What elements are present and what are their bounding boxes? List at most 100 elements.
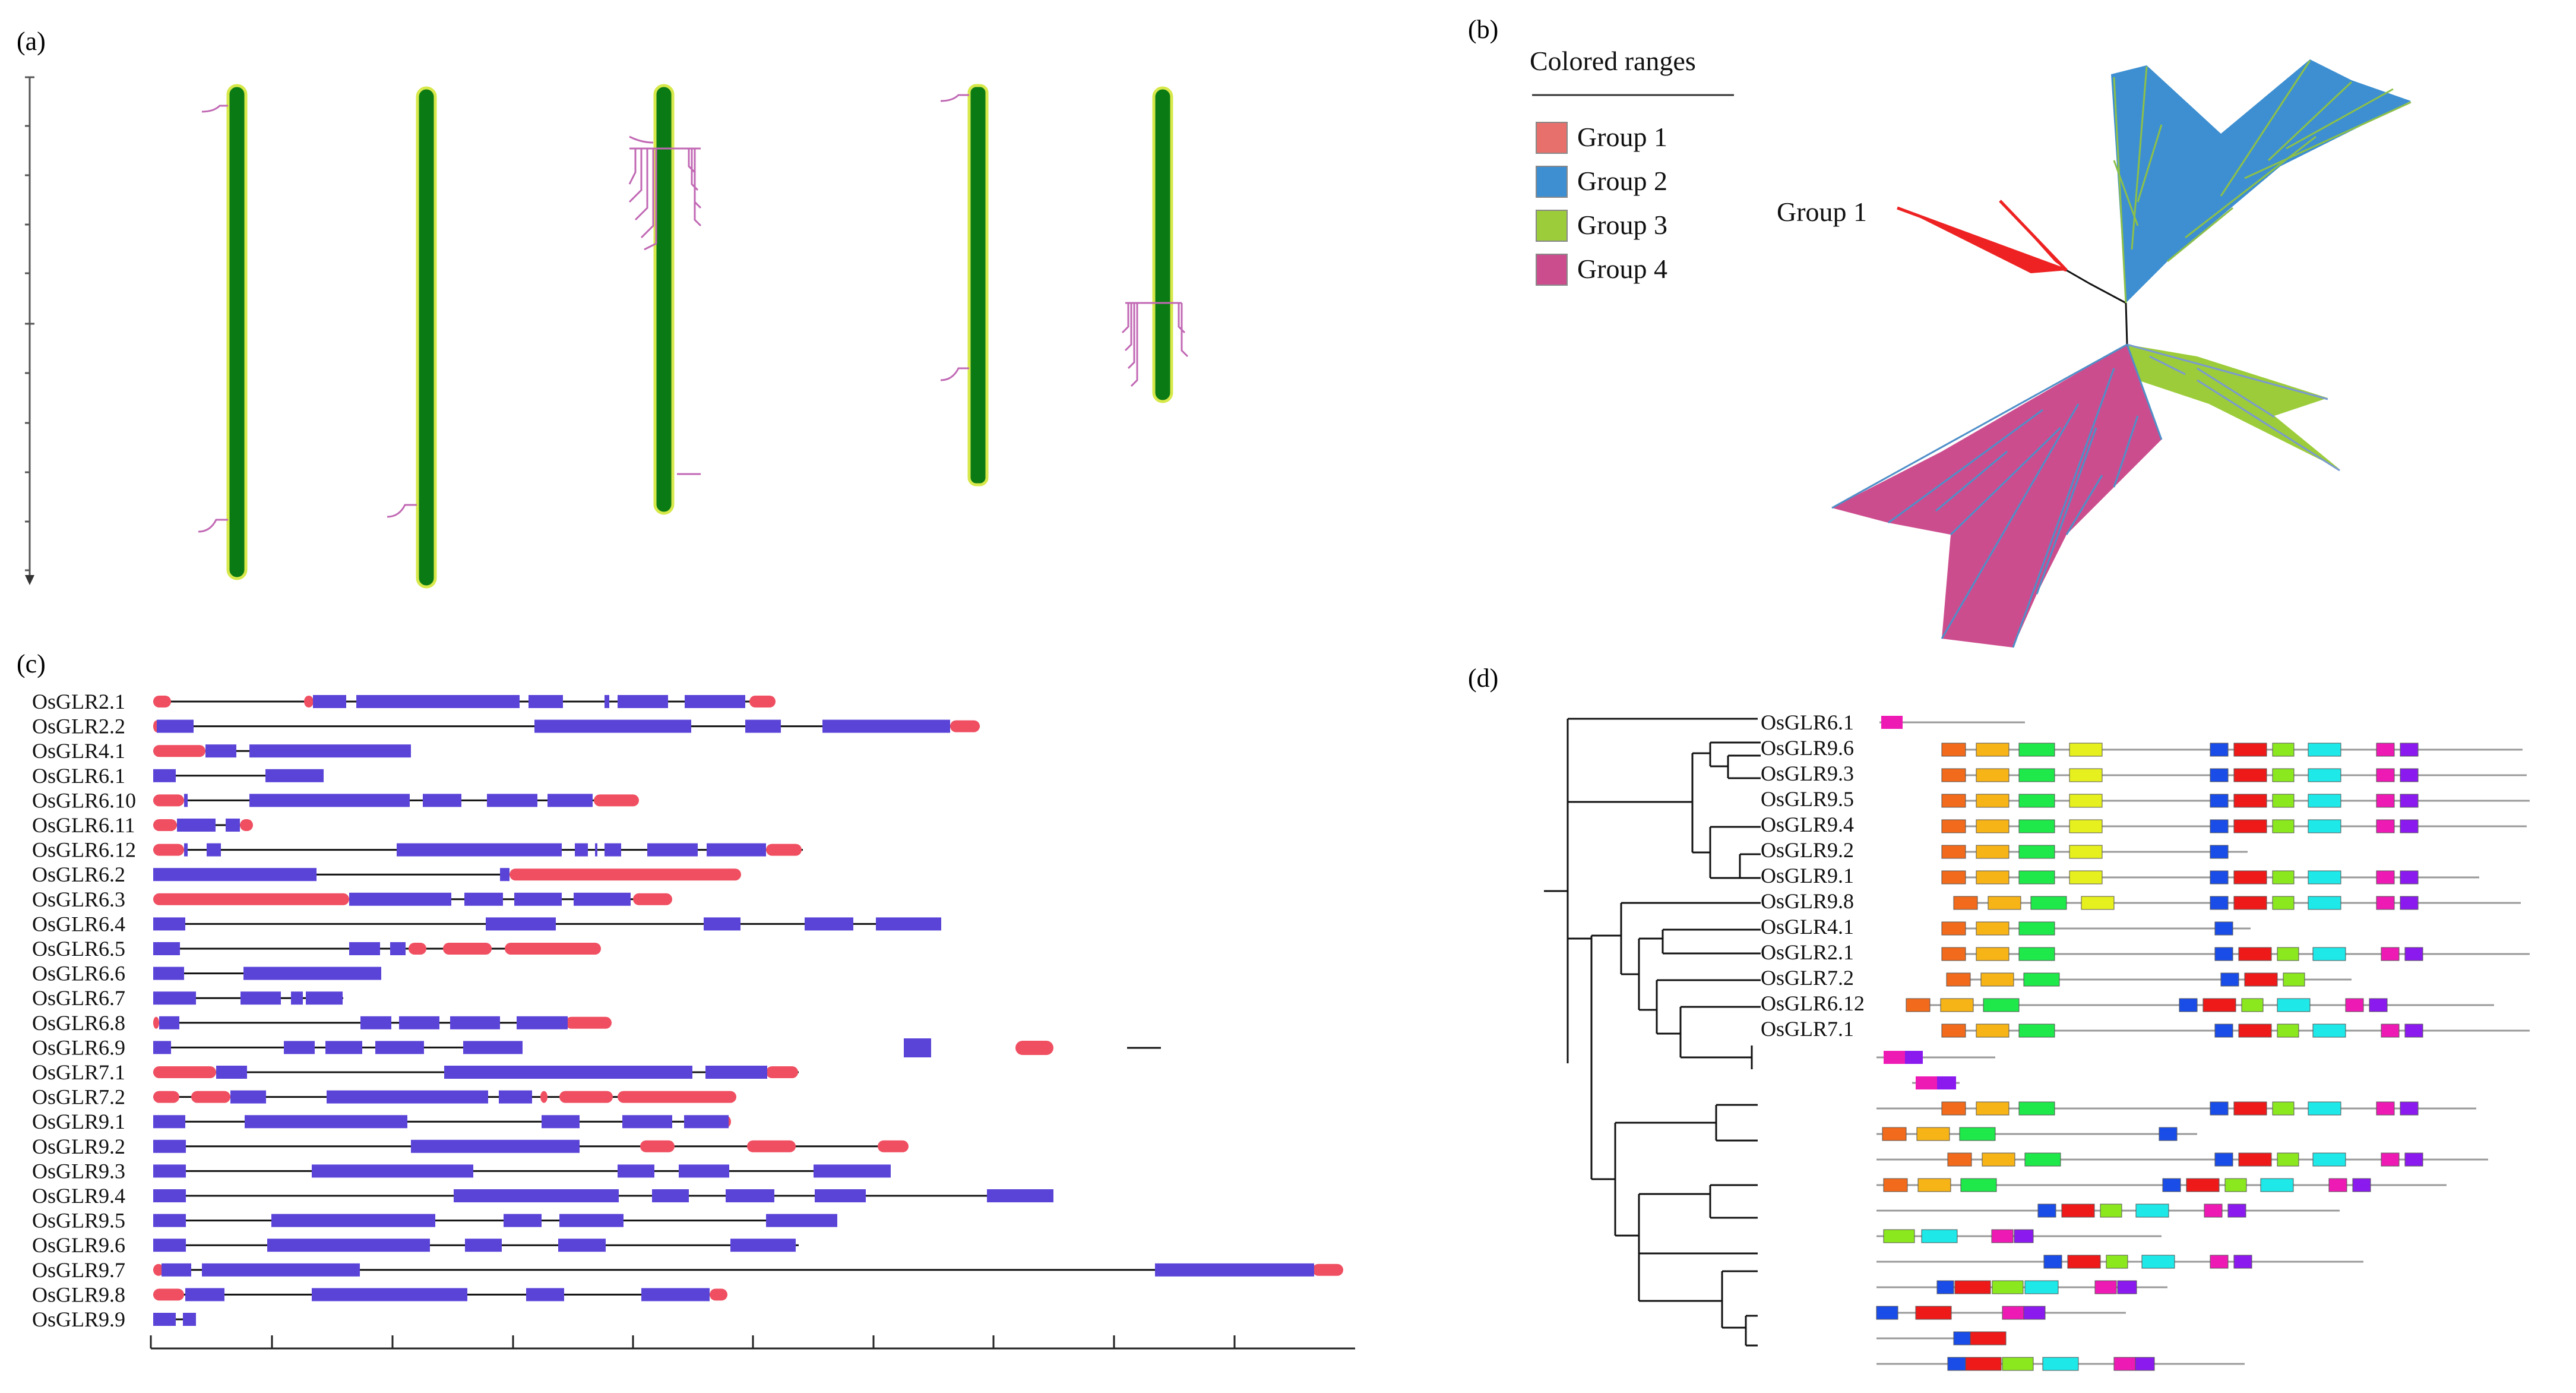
- exon-block: [207, 843, 221, 857]
- motif-box: [1941, 845, 1966, 859]
- motif-box: [2376, 870, 2395, 885]
- motif-box: [2186, 1178, 2220, 1192]
- exon-block: [464, 892, 503, 906]
- motif-box: [2400, 794, 2419, 808]
- exon-block: [356, 695, 520, 708]
- panel-label-d: (d): [1468, 664, 1498, 693]
- exon-block: [153, 1041, 171, 1054]
- chromosome-bar: [1152, 86, 1173, 403]
- unrooted-tree: [1831, 59, 2412, 648]
- exon-block: [704, 917, 740, 931]
- exon-block: [397, 843, 562, 857]
- exon-block: [360, 1016, 391, 1029]
- motif-box: [1941, 743, 1966, 757]
- utr-block: [509, 868, 741, 881]
- motif-box: [2042, 1357, 2079, 1371]
- exon-block: [542, 1115, 580, 1129]
- motif-box: [2233, 896, 2267, 910]
- motif-box: [1941, 768, 1966, 782]
- motif-box: [2376, 1101, 2395, 1116]
- motif-gene-label: OsGLR9.3: [1761, 762, 1854, 785]
- exon-block: [487, 794, 537, 807]
- motif-box: [2023, 972, 2060, 987]
- motif-box: [1883, 1229, 1915, 1243]
- motif-box: [1883, 1178, 1908, 1192]
- exon-block: [327, 1090, 488, 1104]
- motif-box: [1941, 1101, 1966, 1116]
- motif-box: [1941, 870, 1966, 885]
- motif-box: [2376, 819, 2395, 833]
- motif-gene-label: OsGLR7.2: [1761, 966, 1854, 990]
- utr-block: [950, 720, 980, 732]
- gene-label: OsGLR2.2: [32, 715, 125, 738]
- exon-block: [814, 1164, 891, 1178]
- motif-box: [2233, 1255, 2252, 1269]
- chromosome-bar: [967, 84, 989, 487]
- motif-box: [2210, 768, 2229, 782]
- exon-block: [529, 695, 563, 708]
- motif-box: [2381, 947, 2400, 961]
- gene-label: OsGLR6.4: [32, 912, 125, 936]
- chromosome-bar: [416, 86, 437, 589]
- tree-label-group-1: Group 1: [1777, 197, 1867, 227]
- utr-block: [505, 943, 601, 955]
- motif-box: [2214, 921, 2233, 936]
- motif-gene-label: OsGLR9.8: [1761, 889, 1854, 913]
- exon-block: [153, 1239, 186, 1252]
- motif-box: [2069, 768, 2103, 782]
- motif-gene-label: OsGLR9.5: [1761, 787, 1854, 811]
- exon-block: [766, 1214, 837, 1227]
- motif-box: [1941, 794, 1966, 808]
- motif-box: [1953, 896, 1978, 910]
- gene-label: OsGLR6.3: [32, 887, 125, 911]
- motif-box: [1976, 768, 2009, 782]
- motif-box: [2272, 896, 2295, 910]
- motif-box: [1882, 1127, 1907, 1141]
- exon-block: [463, 1041, 523, 1054]
- motif-box: [2204, 1204, 2223, 1218]
- exon-block: [153, 991, 196, 1005]
- motif-box: [2308, 743, 2341, 757]
- legend-label-group-1: Group 1: [1577, 122, 1667, 152]
- exon-block: [271, 1214, 435, 1227]
- motif-box: [2100, 1204, 2122, 1218]
- utr-block: [766, 844, 802, 856]
- motif-box: [2210, 870, 2229, 885]
- motif-box: [2210, 896, 2229, 910]
- exon-block: [245, 1115, 407, 1129]
- exon-block: [153, 1214, 186, 1227]
- motif-box: [2024, 1152, 2061, 1167]
- panel-label-b: (b): [1468, 15, 1498, 44]
- exon-block: [230, 1090, 266, 1104]
- motif-box: [2376, 794, 2395, 808]
- motif-box: [2018, 845, 2055, 859]
- utr-block: [304, 696, 314, 707]
- motif-box: [1921, 1229, 1958, 1243]
- motif-box: [2023, 1306, 2046, 1320]
- motif-box: [1988, 896, 2021, 910]
- exon-block: [605, 695, 609, 708]
- exon-block: [306, 991, 343, 1005]
- motif-box: [2069, 743, 2103, 757]
- motif-box: [2043, 1255, 2062, 1269]
- legend-swatch-group-1: [1536, 122, 1568, 154]
- motif-box: [2308, 896, 2341, 910]
- motif-gene-label: OsGLR9.4: [1761, 813, 1854, 836]
- exon-block: [349, 942, 380, 955]
- legend-swatch-group-4: [1536, 254, 1568, 286]
- utr-block: [153, 893, 349, 905]
- exon-block: [517, 1016, 568, 1029]
- motif-box: [2308, 794, 2341, 808]
- motif-box: [1941, 819, 1966, 833]
- motif-box: [1915, 1306, 1952, 1320]
- utr-block: [153, 794, 184, 807]
- gene-label: OsGLR7.2: [32, 1085, 125, 1109]
- motif-box: [2233, 1101, 2267, 1116]
- utr-block: [594, 794, 639, 807]
- motif-box: [1976, 845, 2009, 859]
- exon-block: [822, 719, 950, 733]
- gene-label: OsGLR2.1: [32, 690, 125, 713]
- exon-block: [162, 1263, 191, 1277]
- panel-label-a: (a): [17, 27, 46, 56]
- exon-block: [815, 1189, 866, 1202]
